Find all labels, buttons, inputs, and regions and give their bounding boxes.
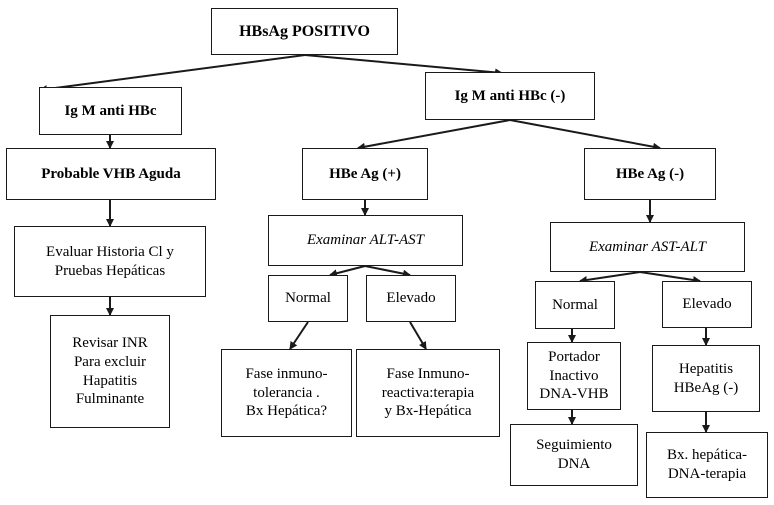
- node-elevado-2: Elevado: [662, 281, 752, 328]
- node-bx-hepatica: Bx. hepática- DNA-terapia: [646, 432, 768, 498]
- node-normal-1: Normal: [268, 275, 348, 322]
- node-hbe-ag-pos: HBe Ag (+): [302, 148, 428, 200]
- edge-examinar1-to-elevado: [364, 265, 411, 278]
- node-examinar-ast-alt: Examinar AST-ALT: [550, 222, 745, 272]
- node-hepatitis-hbeag-neg: Hepatitis HBeAg (-): [652, 345, 760, 412]
- edge-root-to-igm: [39, 54, 306, 94]
- node-igm-anti-hbc: Ig M anti HBc: [39, 87, 182, 135]
- node-examinar-alt-ast: Examinar ALT-AST: [268, 215, 463, 266]
- node-hbe-ag-neg: HBe Ag (-): [584, 148, 716, 200]
- node-probable-vhb-aguda: Probable VHB Aguda: [6, 148, 216, 200]
- edge-examinar1-to-normal: [329, 265, 366, 278]
- node-fase-inmunotolerancia: Fase inmuno- tolerancia . Bx Hepática?: [221, 349, 352, 437]
- node-portador-inactivo: Portador Inactivo DNA-VHB: [527, 342, 621, 410]
- edge-elevado1-to-fasereac: [409, 321, 427, 350]
- node-fase-inmunoreactiva: Fase Inmuno- reactiva:terapia y Bx-Hepát…: [356, 349, 500, 437]
- node-elevado-1: Elevado: [366, 275, 456, 322]
- edge-examinar2-to-normal: [579, 271, 641, 284]
- edge-root-to-igm-neg: [304, 54, 503, 77]
- node-evaluar-historia: Evaluar Historia Cl y Pruebas Hepáticas: [14, 226, 206, 297]
- edge-examinar2-to-elevado: [639, 271, 701, 284]
- node-revisar-inr: Revisar INR Para excluir Hapatitis Fulmi…: [50, 315, 170, 428]
- node-normal-2: Normal: [535, 281, 615, 329]
- node-igm-anti-hbc-neg: Ig M anti HBc (-): [425, 72, 595, 120]
- edge-igmneg-to-hbeneg: [509, 119, 661, 151]
- node-seguimiento-dna: Seguimiento DNA: [510, 424, 638, 486]
- node-hbsag-positivo: HBsAg POSITIVO: [211, 8, 398, 55]
- edge-normal1-to-fasetol: [289, 321, 309, 350]
- edge-igmneg-to-hbepos: [357, 119, 511, 151]
